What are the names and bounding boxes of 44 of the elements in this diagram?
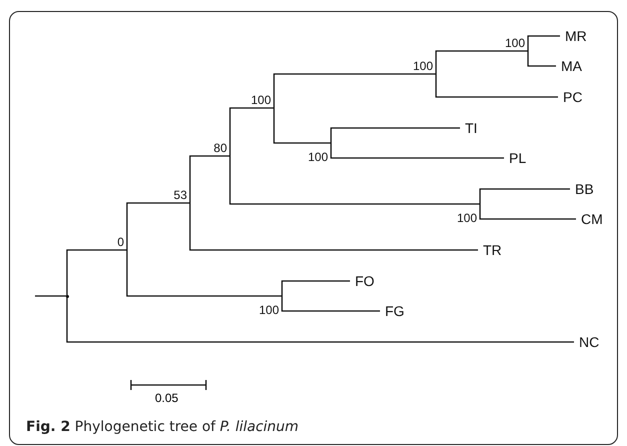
bootstrap-value: 100 <box>258 296 282 317</box>
bootstrap-value: 100 <box>504 36 528 51</box>
tree-branch <box>273 73 436 108</box>
bootstrap-value: 100 <box>456 204 480 225</box>
taxon-label: PC <box>558 89 582 105</box>
tree-branch <box>126 202 190 250</box>
root-junction <box>66 294 68 298</box>
tree-branch <box>66 249 127 296</box>
tree-branch <box>435 50 528 74</box>
tree-branch <box>435 74 558 98</box>
taxon-label: FO <box>350 273 374 289</box>
bootstrap-value: 100 <box>250 93 274 108</box>
taxon-label: MA <box>556 58 582 74</box>
tree-branch <box>273 108 331 144</box>
bootstrap-value: 80 <box>214 141 230 156</box>
tree-branch <box>527 51 556 67</box>
taxon-label: PL <box>504 150 526 166</box>
figure-caption: Fig. 2 Phylogenetic tree of P. lilacinum <box>26 419 299 435</box>
bootstrap-value: 100 <box>308 143 331 164</box>
tree-branch <box>229 156 480 205</box>
tree-branch <box>527 35 560 51</box>
taxon-label: MR <box>560 28 587 44</box>
tree-branch <box>189 203 478 251</box>
tree-branch <box>229 107 274 156</box>
tree-branch <box>479 204 576 220</box>
bootstrap-value: 53 <box>174 188 190 203</box>
tree-branch <box>189 155 230 203</box>
taxon-label: CM <box>576 211 603 227</box>
tree-branch <box>66 296 574 343</box>
tree-branch <box>281 280 350 296</box>
tree-branch <box>35 295 67 297</box>
tree-branch <box>126 250 282 297</box>
taxon-label: NC <box>574 334 600 350</box>
taxon-label: FG <box>380 303 404 319</box>
taxon-label: BB <box>570 181 594 197</box>
tree-branch <box>330 127 460 143</box>
tree-branch <box>479 188 570 204</box>
tree-branch <box>281 296 380 312</box>
bootstrap-value: 0 <box>117 235 127 250</box>
tree-branch <box>330 143 504 159</box>
bootstrap-value: 100 <box>412 59 436 74</box>
scale-label: 0.05 <box>155 391 178 405</box>
taxon-label: TI <box>460 120 478 136</box>
taxon-label: TR <box>478 242 502 258</box>
